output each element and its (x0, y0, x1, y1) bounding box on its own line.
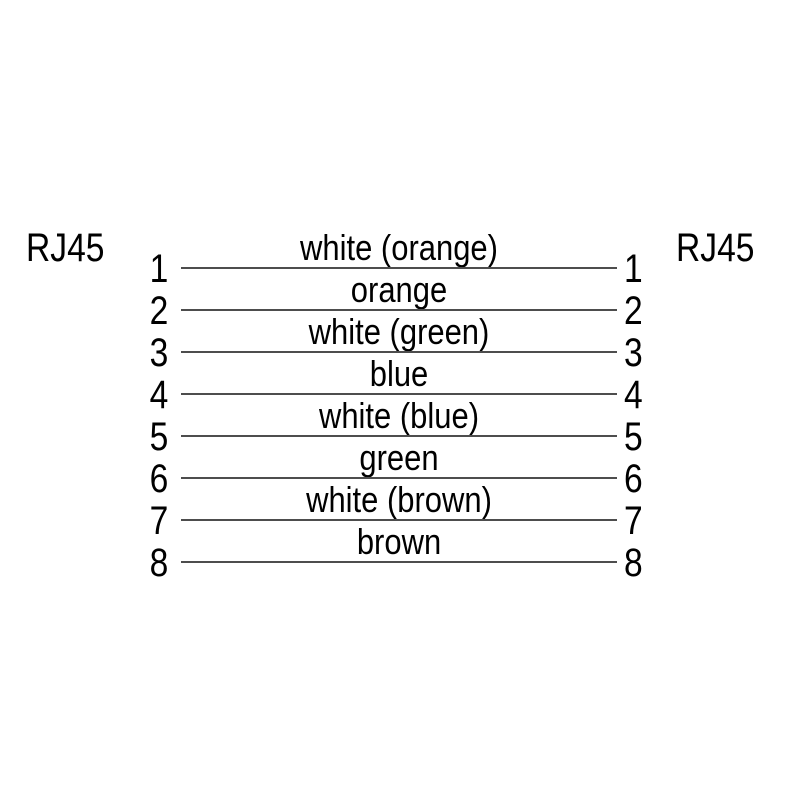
right-pin-number: 6 (624, 457, 643, 501)
wire-color-label: blue (369, 353, 429, 394)
left-pin-number: 5 (149, 415, 169, 459)
right-pin-number: 1 (624, 247, 643, 291)
left-pin-number: 4 (149, 373, 169, 417)
wire-row-5: 5 white (blue) 5 (0, 398, 800, 458)
wire-row-7: 7 white (brown) 7 (0, 482, 800, 542)
right-pin-number: 8 (624, 541, 643, 585)
wire-line (181, 561, 617, 563)
wire-line (181, 267, 617, 269)
left-pin-number: 8 (149, 541, 169, 585)
right-pin-number: 2 (624, 289, 643, 333)
wire-color-label: brown (356, 521, 442, 562)
wire-row-8: 8 brown 8 (0, 524, 800, 584)
left-pin-number: 2 (149, 289, 169, 333)
wire-row-6: 6 green 6 (0, 440, 800, 500)
wire-line (181, 477, 617, 479)
wire-line (181, 351, 617, 353)
wire-line (181, 393, 617, 395)
wire-row-3: 3 white (green) 3 (0, 314, 800, 374)
wire-color-label: white (brown) (306, 479, 492, 520)
right-pin-number: 3 (624, 331, 643, 375)
wire-line (181, 309, 617, 311)
wire-color-label: white (blue) (318, 395, 480, 436)
wire-color-label: green (359, 437, 439, 478)
right-connector-label: RJ45 (676, 226, 755, 270)
left-pin-number: 7 (149, 499, 169, 543)
right-pin-number: 5 (624, 415, 643, 459)
wire-color-label: white (orange) (300, 227, 498, 268)
left-pin-number: 1 (149, 247, 169, 291)
left-pin-number: 3 (149, 331, 169, 375)
wire-row-2: 2 orange 2 (0, 272, 800, 332)
left-pin-number: 6 (149, 457, 169, 501)
wire-line (181, 519, 617, 521)
wire-color-label: white (green) (308, 311, 490, 352)
wire-color-label: orange (350, 269, 448, 310)
right-pin-number: 4 (624, 373, 643, 417)
right-pin-number: 7 (624, 499, 643, 543)
left-connector-label: RJ45 (26, 226, 105, 270)
wire-row-1: 1 white (orange) 1 (0, 230, 800, 290)
wire-row-4: 4 blue 4 (0, 356, 800, 416)
wire-line (181, 435, 617, 437)
